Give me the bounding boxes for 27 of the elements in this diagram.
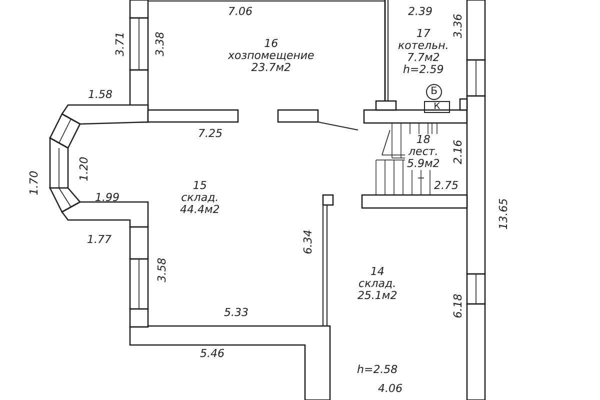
dimension-label: 1.58 xyxy=(88,89,112,101)
equipment-tag: К xyxy=(424,101,450,113)
room-label: 18 лест. 5.9м2 xyxy=(405,134,442,170)
circle-marker: Б xyxy=(426,84,442,100)
dimension-label: 4.06 xyxy=(378,383,402,395)
dimension-label: 3.36 xyxy=(452,14,464,38)
dimension-label: 5.33 xyxy=(224,307,248,319)
dimension-label: 7.25 xyxy=(198,128,222,140)
dimension-label: 6.34 xyxy=(302,230,314,254)
dimension-label: 3.38 xyxy=(154,32,166,56)
dimension-label: 2.39 xyxy=(408,6,432,18)
dimension-label: 3.58 xyxy=(156,258,168,282)
room-label: 17 котельн. 7.7м2 h=2.59 xyxy=(398,28,449,76)
dimension-label: 1.70 xyxy=(28,170,40,196)
dimension-label: 6.18 xyxy=(452,294,464,318)
dimension-label: 7.06 xyxy=(228,6,252,18)
dimension-label: 13.65 xyxy=(498,198,510,230)
dimension-label: 1.20 xyxy=(78,156,90,182)
dimension-label: 1.99 xyxy=(95,192,120,204)
dimension-label: 5.46 xyxy=(200,348,224,360)
dimension-label: 2.16 xyxy=(452,140,464,164)
room-label: 14 склад. 25.1м2 h=2.58 xyxy=(357,266,398,376)
room-label: 15 склад. 44.4м2 xyxy=(180,180,220,216)
dimension-label: 3.71 xyxy=(114,32,126,56)
dimension-label: 1.77 xyxy=(87,234,112,246)
room-label: 16 хозпомещение 23.7м2 xyxy=(228,38,314,74)
dimension-label: 2.75 xyxy=(434,180,458,192)
